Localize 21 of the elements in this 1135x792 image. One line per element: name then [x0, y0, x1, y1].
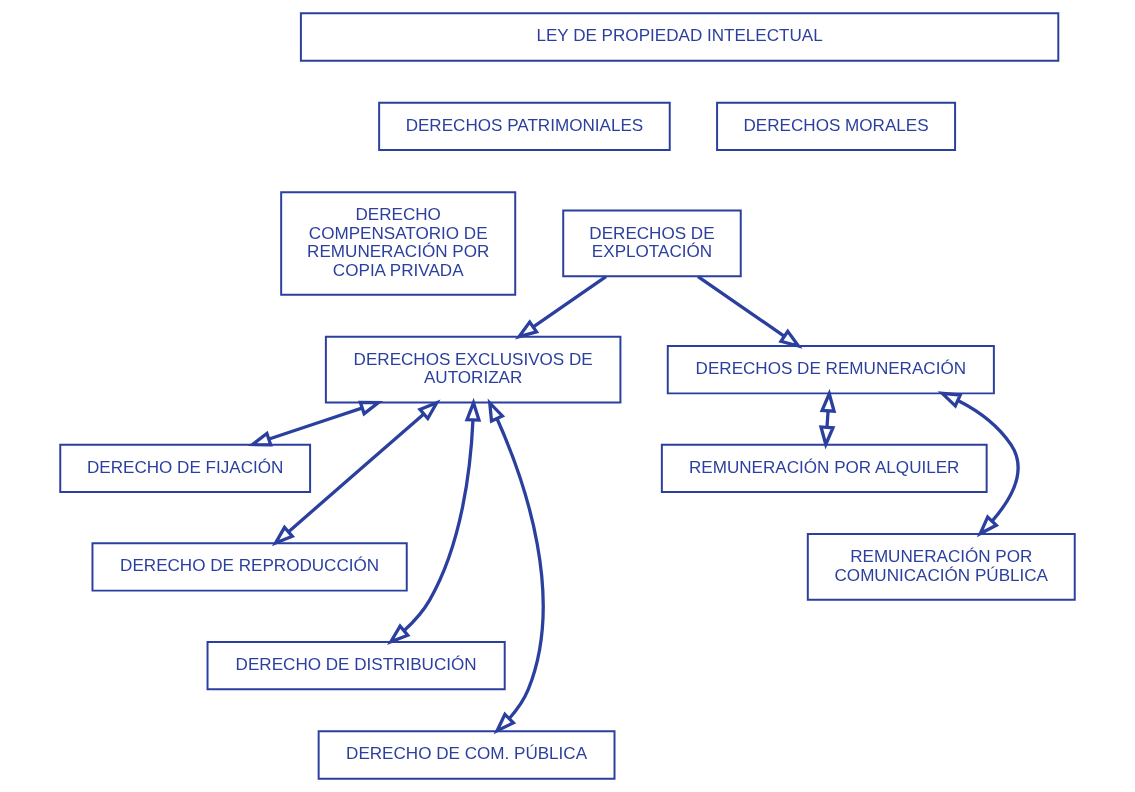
node-box: DERECHOS MORALES: [716, 101, 957, 152]
node-box: LEY DE PROPIEDAD INTELECTUAL: [299, 12, 1060, 62]
arrow: [387, 397, 482, 645]
node-box: DERECHO DE FIJACIÓN: [59, 443, 312, 493]
node-box: REMUNERACIÓN POR ALQUILER: [660, 443, 988, 493]
node-box: DERECHOS DE EXPLOTACIÓN: [562, 209, 742, 278]
node-box: DERECHO DE REPRODUCCIÓN: [91, 542, 408, 592]
node-box: REMUNERACIÓN POR COMUNICACIÓN PÚBLICA: [806, 533, 1076, 601]
arrow: [247, 400, 384, 447]
node-box: DERECHOS DE REMUNERACIÓN: [666, 345, 995, 395]
node-box: DERECHOS PATRIMONIALES: [378, 101, 671, 152]
node-box: DERECHO COMPENSATORIO DE REMUNERACIÓN POR COPIA PRIVADA: [280, 191, 517, 296]
node-box: DERECHO DE COM. PÚBLICA: [317, 730, 616, 780]
arrow: [697, 275, 803, 349]
node-box: DERECHOS EXCLUSIVOS DE AUTORIZAR: [324, 335, 622, 404]
node-box: DERECHO DE DISTRIBUCIÓN: [206, 640, 506, 691]
arrow: [271, 399, 441, 547]
arrow: [937, 391, 1020, 538]
arrow: [514, 275, 607, 340]
arrow: [487, 398, 545, 735]
arrow: [818, 388, 837, 450]
